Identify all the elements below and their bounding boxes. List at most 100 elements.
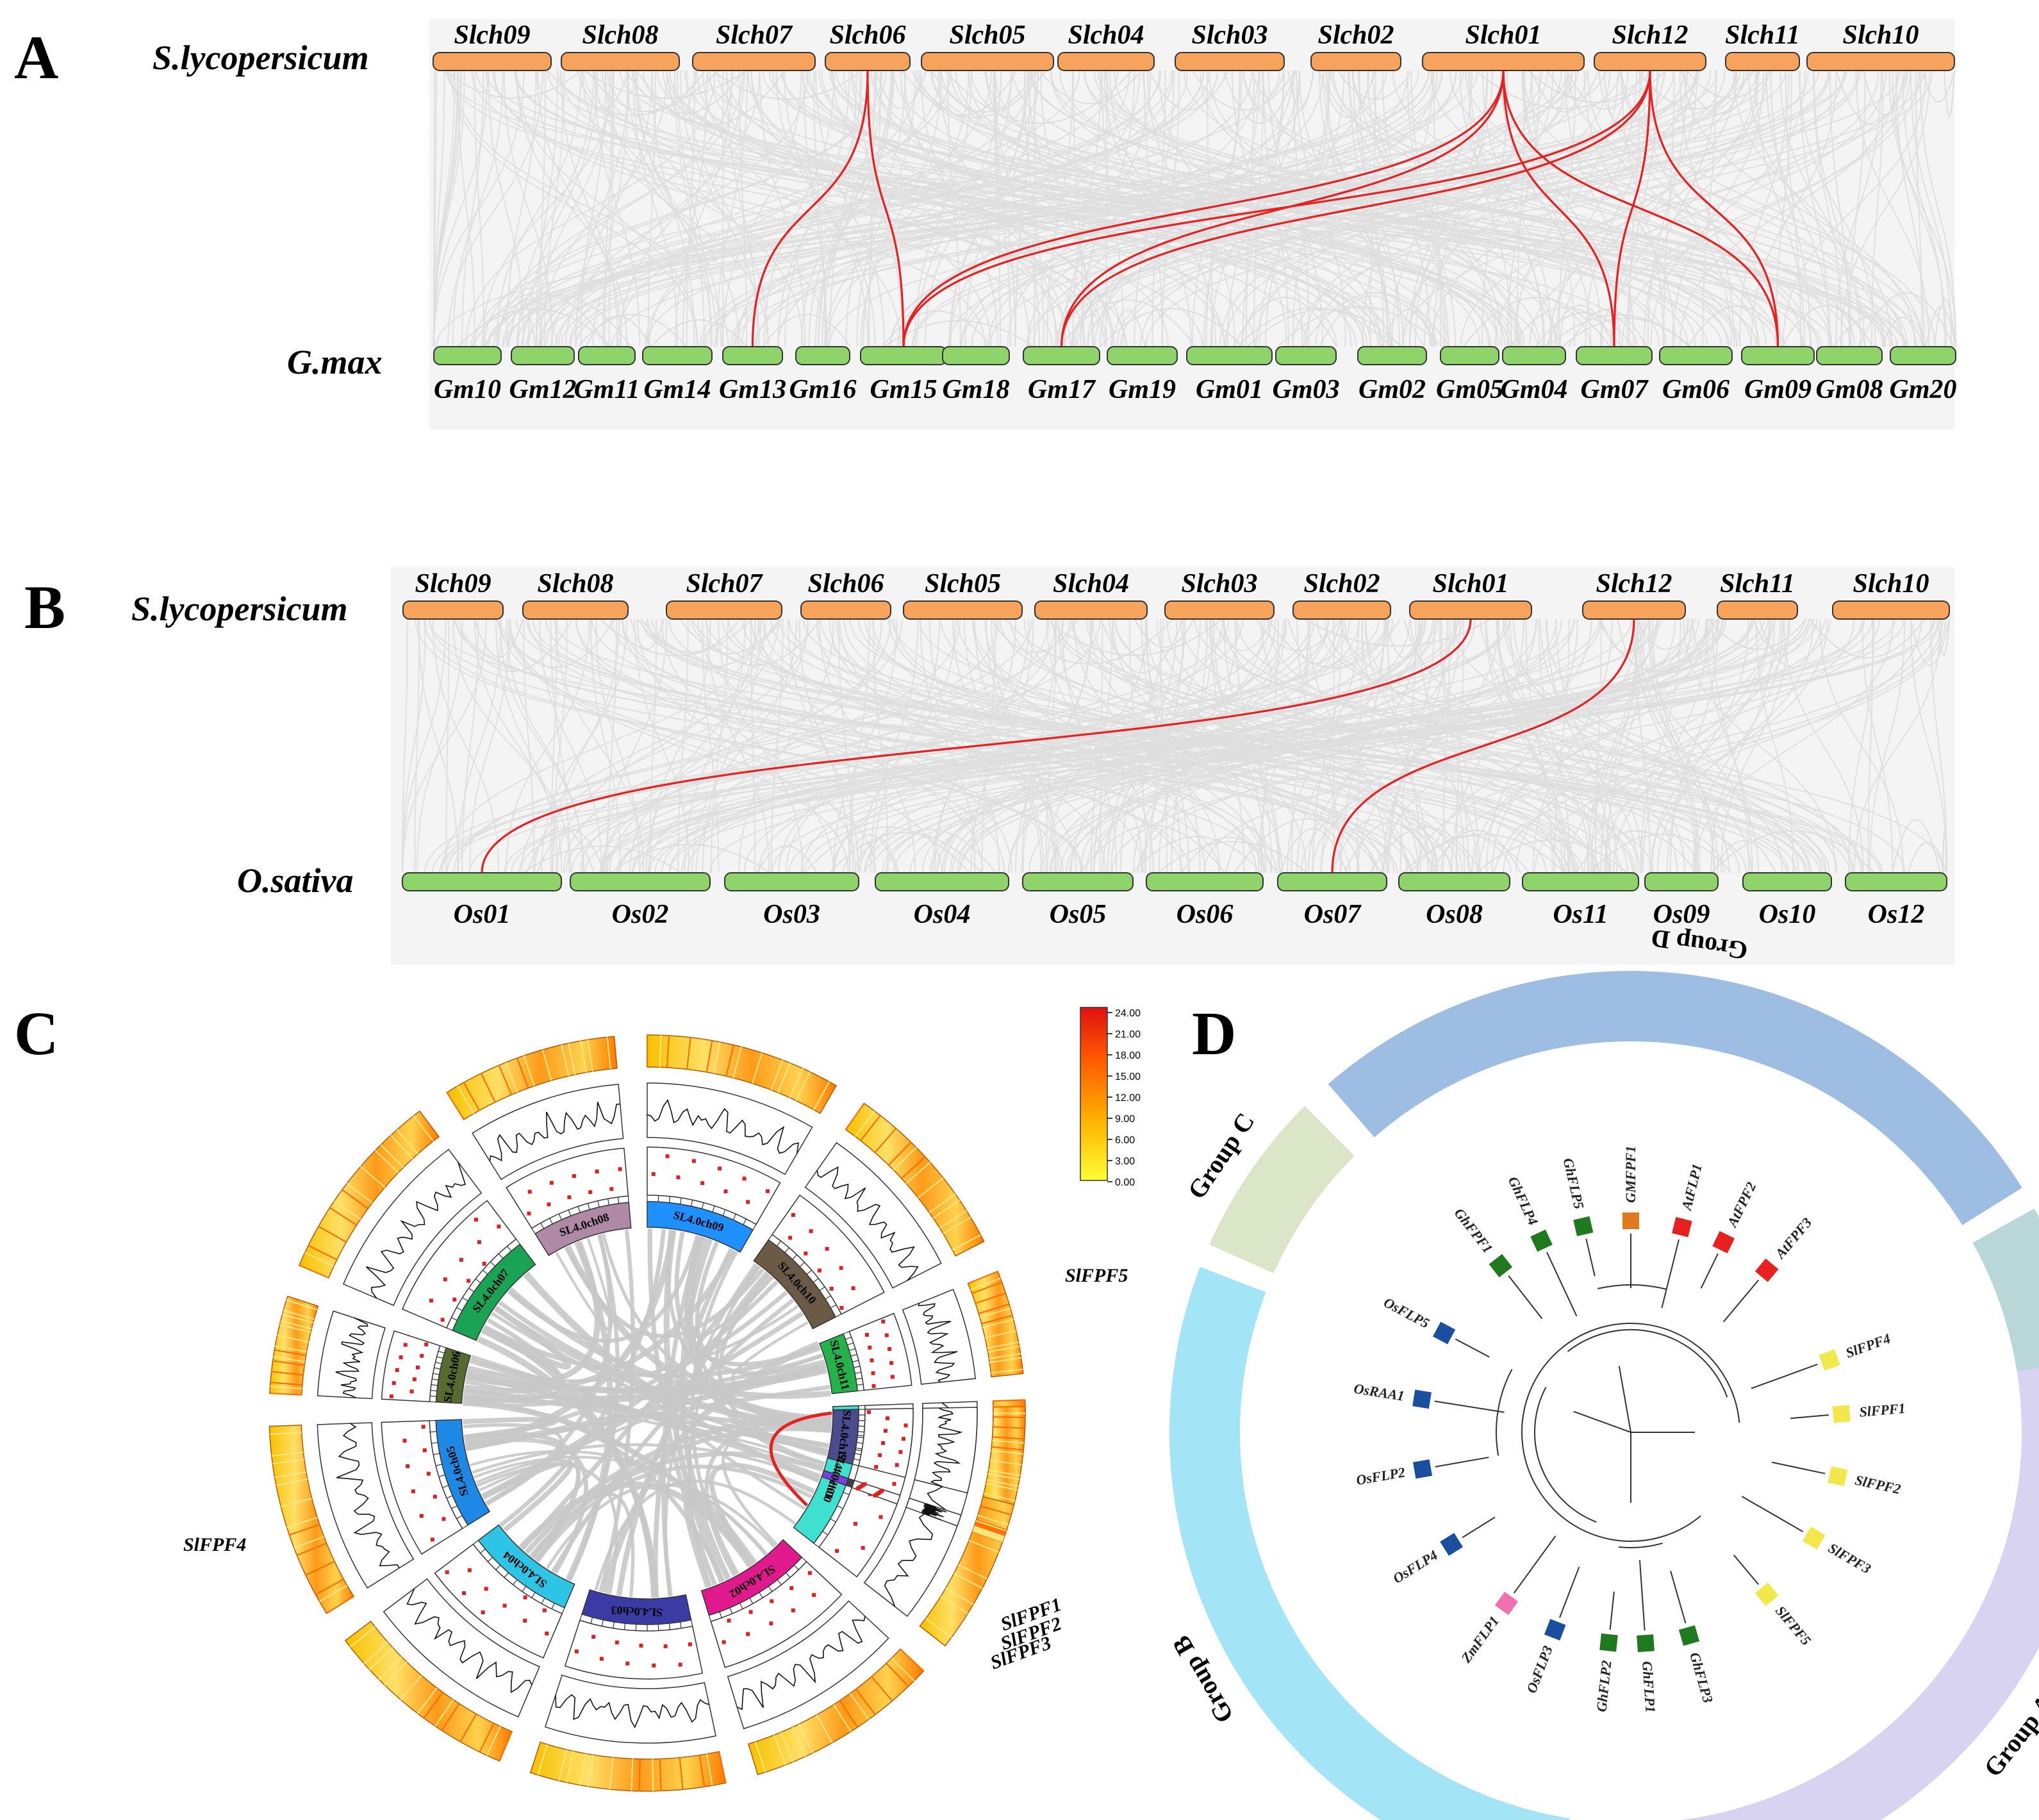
snp-marker [419,1514,424,1518]
snp-marker [474,1218,478,1222]
background-synteny-link [1296,70,1346,347]
background-synteny-link [1315,70,1697,347]
background-synteny-link [900,70,1066,347]
phylo-branch [1455,1338,1490,1358]
background-synteny-link [1358,70,1385,347]
legend-tick-label: 9.00 [1115,1114,1135,1125]
background-synteny-link [1464,70,1925,347]
background-synteny-loop [1384,618,1423,659]
heat-ring-stripe [795,1071,811,1102]
heat-ring-stripe [975,1521,1007,1534]
heat-ring-stripe [993,1416,1025,1418]
snp-marker [542,1608,547,1612]
background-synteny-link [734,70,1189,347]
background-synteny-link [1298,70,1392,347]
circos-tick [433,1373,440,1375]
circos-tick [691,1200,693,1207]
background-synteny-link [523,618,535,873]
circos-tick [627,1196,629,1203]
gc-content-line [918,1303,958,1383]
bottom-chromosome-label: Gm13 [719,375,786,404]
background-synteny-link [1028,618,1476,873]
heat-ring-stripe [925,1617,952,1638]
circos-tick [657,1624,659,1631]
background-synteny-link [594,70,829,347]
heat-ring-stripe [973,1526,1005,1538]
heat-ring-stripe [991,1446,1024,1451]
top-chromosome-bar [1057,52,1155,71]
bottom-chromosome-bar [1890,346,1956,365]
highlighted-synteny-link [1502,70,1615,347]
background-synteny-loop [1922,70,1955,103]
heat-ring-stripe [516,1057,529,1089]
top-chromosome-label: Slch07 [686,569,763,599]
background-synteny-link [787,618,859,873]
background-synteny-link [1480,618,1853,873]
bottom-chromosome-label: Gm12 [509,375,577,404]
circos-tick [729,1607,733,1614]
circos-collinearity-link [463,1366,827,1404]
circos-tick [440,1345,447,1348]
background-synteny-link [1522,70,1621,347]
heat-ring-stripe [968,1539,999,1553]
background-synteny-link [1710,618,1775,873]
background-synteny-link [473,70,1080,347]
background-synteny-link [515,70,1538,347]
heat-ring-stripe [989,1353,1021,1360]
background-synteny-link [1643,70,1717,347]
background-synteny-loop [882,310,992,347]
top-chromosome-bar [1409,600,1532,620]
heat-ring-stripe [537,1744,548,1776]
background-synteny-link [863,618,1769,873]
background-synteny-link [845,70,906,347]
snp-marker [392,1381,396,1386]
top-chromosome-bar [1806,52,1955,71]
heat-ring-stripe [943,1216,971,1235]
heat-ring-stripe [968,1271,998,1284]
background-synteny-loop [901,70,1047,119]
background-synteny-link [1649,618,1828,873]
circos-tick [490,1261,496,1267]
heat-ring-stripe [305,1560,335,1576]
snp-marker [572,1174,576,1179]
background-synteny-loop [1680,70,1761,115]
background-synteny-link [1241,70,1745,347]
background-synteny-link [702,70,902,347]
background-synteny-link [695,618,882,873]
background-synteny-link [780,70,1758,347]
circos-tick [587,1203,590,1210]
circos-tick [749,1598,754,1604]
heat-ring-stripe [901,1156,926,1179]
background-synteny-link [461,618,479,873]
circos-tick [852,1360,859,1362]
circos-tick [847,1479,854,1482]
background-synteny-link [621,618,1005,873]
phylo-branch [1741,1496,1803,1532]
background-synteny-link [1669,618,1719,873]
background-synteny-link [750,70,992,347]
phylo-tree [1434,1234,1829,1631]
heat-ring-stripe [979,1307,1011,1318]
phylo-branch [1546,1252,1578,1317]
bottom-chromosome-label: Os11 [1553,900,1608,929]
background-synteny-link [1407,70,1444,347]
gene-density-heat-ring [845,1102,985,1257]
background-synteny-link [433,70,459,347]
background-synteny-link [1430,618,1676,873]
heat-ring-stripe [984,1493,1016,1502]
background-synteny-link [808,70,892,347]
top-chromosome-label: Slch05 [925,569,1001,599]
background-synteny-link [527,70,598,347]
bottom-chromosome-bar [1357,346,1427,365]
heat-ring-stripe [457,1086,474,1114]
phylo-leaf-marker [1828,1466,1848,1487]
legend-tick-label: 0.00 [1115,1177,1135,1188]
background-synteny-link [750,70,1086,347]
heat-ring-stripe [900,1648,925,1672]
heat-ring-stripe [975,1523,1006,1535]
background-synteny-link [873,618,889,873]
heat-ring-stripe [932,1199,961,1219]
snp-marker [807,1571,812,1575]
phylo-branch [1435,1457,1489,1468]
circos-tick [855,1449,862,1452]
